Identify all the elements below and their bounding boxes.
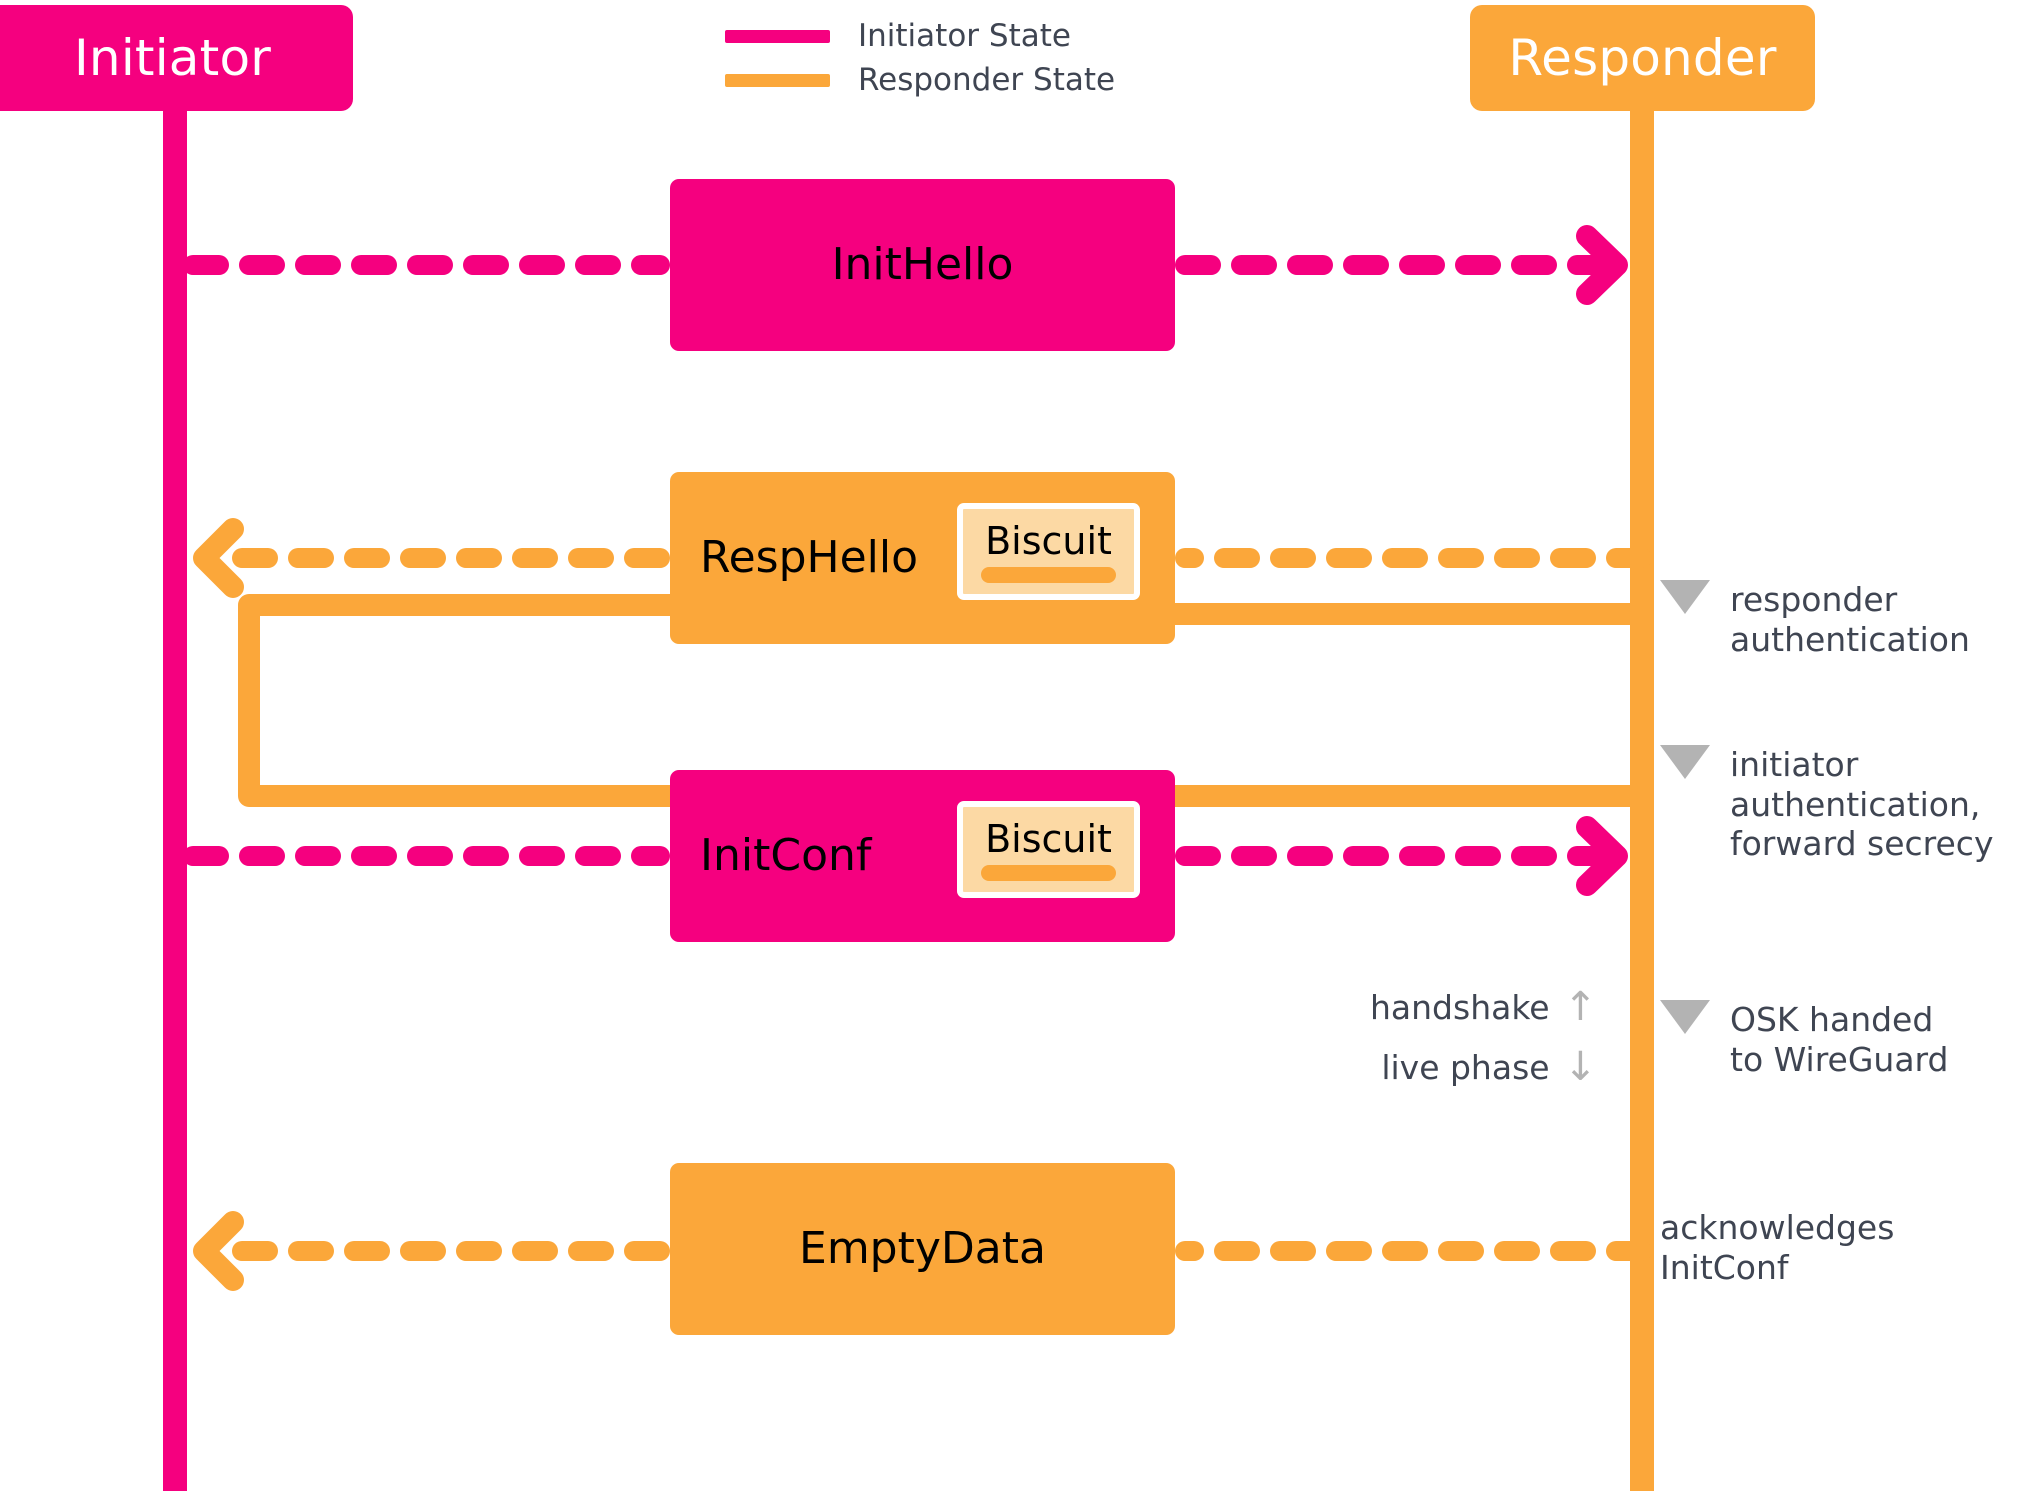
arrow-up-icon: ↑ bbox=[1563, 984, 1598, 1030]
legend-label-initiator: Initiator State bbox=[858, 17, 1071, 54]
annotation-text-initiator-authentication: initiator authentication, forward secrec… bbox=[1730, 745, 1994, 864]
message-box-emptydata[interactable]: EmptyData bbox=[670, 1163, 1175, 1335]
phase-label-handshake: handshake bbox=[1370, 987, 1550, 1027]
legend-label-responder: Responder State bbox=[858, 61, 1116, 98]
legend-swatch-initiator bbox=[725, 29, 830, 43]
annotation-responder-authentication: responder authentication bbox=[1660, 580, 1970, 659]
arrow-emptydata-head bbox=[193, 1211, 244, 1291]
arrow-inithello-head bbox=[1576, 225, 1628, 305]
actor-initiator[interactable]: Initiator bbox=[0, 5, 353, 111]
biscuit-token-resphello[interactable]: Biscuit bbox=[957, 503, 1140, 600]
actor-responder-label: Responder bbox=[1508, 29, 1777, 87]
triangle-down-icon bbox=[1660, 745, 1710, 779]
biscuit-label-initconf: Biscuit bbox=[985, 817, 1112, 861]
legend: Initiator State Responder State bbox=[725, 14, 1115, 102]
initiator-lifeline bbox=[163, 105, 187, 1491]
arrow-down-icon: ↓ bbox=[1563, 1044, 1598, 1090]
phase-row-handshake: handshake ↑ bbox=[1370, 977, 1598, 1037]
annotation-initiator-authentication: initiator authentication, forward secrec… bbox=[1660, 745, 1993, 864]
message-box-initconf[interactable]: InitConf Biscuit bbox=[670, 770, 1175, 942]
phase-row-live-phase: live phase ↓ bbox=[1370, 1037, 1598, 1097]
biscuit-bar-icon bbox=[981, 567, 1116, 583]
actor-initiator-label: Initiator bbox=[73, 29, 271, 87]
arrow-resphello-head bbox=[193, 518, 244, 598]
annotation-text-responder-authentication: responder authentication bbox=[1730, 580, 1970, 659]
legend-item-responder-state: Responder State bbox=[725, 58, 1115, 102]
message-box-inithello[interactable]: InitHello bbox=[670, 179, 1175, 351]
phase-labels-group: handshake ↑ live phase ↓ bbox=[1370, 977, 1598, 1097]
message-label-inithello: InitHello bbox=[831, 239, 1014, 290]
annotation-osk-handed-to-wireguard: OSK handed to WireGuard bbox=[1660, 1000, 1948, 1079]
biscuit-bar-icon bbox=[981, 865, 1116, 881]
actor-responder[interactable]: Responder bbox=[1470, 5, 1815, 111]
respstate-carry-to-initconf bbox=[238, 594, 690, 807]
message-label-emptydata: EmptyData bbox=[799, 1223, 1046, 1274]
biscuit-token-initconf[interactable]: Biscuit bbox=[957, 801, 1140, 898]
triangle-down-icon bbox=[1660, 1000, 1710, 1034]
arrow-initconf-head bbox=[1576, 816, 1628, 896]
message-label-resphello: RespHello bbox=[700, 532, 919, 583]
annotation-text-acknowledges-initconf: acknowledges InitConf bbox=[1660, 1208, 1895, 1287]
legend-swatch-responder bbox=[725, 73, 830, 87]
annotation-acknowledges-initconf: acknowledges InitConf bbox=[1660, 1208, 1894, 1287]
triangle-down-icon bbox=[1660, 580, 1710, 614]
biscuit-label-resphello: Biscuit bbox=[985, 519, 1112, 563]
annotation-text-osk-handed: OSK handed to WireGuard bbox=[1730, 1000, 1949, 1079]
phase-label-live-phase: live phase bbox=[1381, 1047, 1550, 1087]
message-box-resphello[interactable]: RespHello Biscuit bbox=[670, 472, 1175, 644]
legend-item-initiator-state: Initiator State bbox=[725, 14, 1115, 58]
message-label-initconf: InitConf bbox=[700, 830, 872, 881]
